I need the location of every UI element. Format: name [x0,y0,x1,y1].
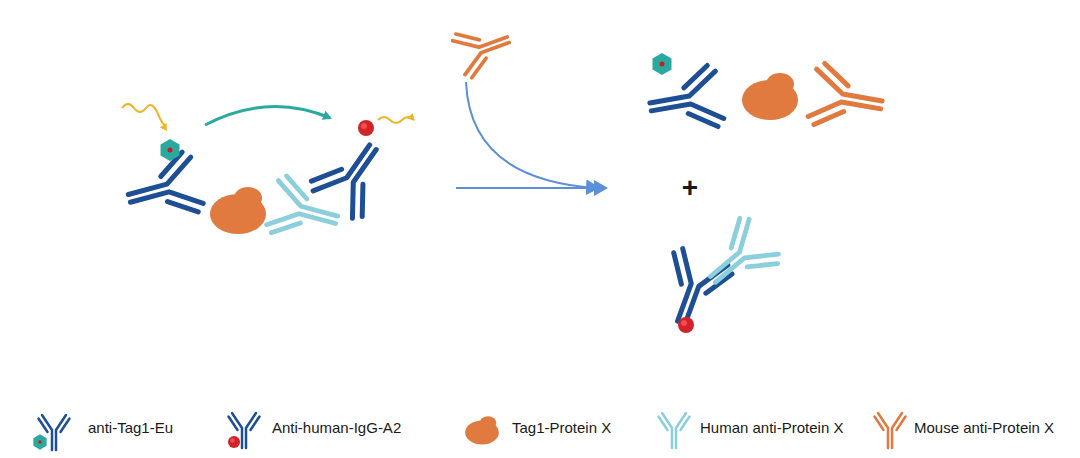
legend-symbol [33,434,46,449]
excitation-light [122,104,166,125]
plus-sign: + [682,172,698,204]
legend-icon [652,408,698,448]
legend-symbol [465,416,499,444]
legend-text: anti-Tag1-Eu [88,419,173,436]
mouse-anti-protein-x [807,62,887,135]
a2-acceptor-label [358,120,374,136]
legend-symbol [229,413,260,448]
tag1-protein-x [210,187,266,234]
emitted-light [378,117,414,123]
legend-text: Human anti-Protein X [700,419,843,436]
addition-arrow [466,82,598,188]
legend-icon [460,408,506,448]
europium-label [161,139,180,161]
a2-acceptor-label [678,317,694,333]
anti-human-igg-antibody [307,129,398,222]
legend-text: Tag1-Protein X [512,419,611,436]
legend-text: Anti-human-IgG-A2 [272,419,401,436]
europium-label [653,53,672,75]
legend-text: Mouse anti-Protein X [914,419,1054,436]
legend-icon [868,408,914,448]
fret-arrow [205,107,330,125]
mouse-anti-protein-x [451,18,516,80]
legend-symbol [875,413,906,448]
tag1-protein-x [742,73,798,120]
human-anti-protein-x [694,214,783,302]
legend-symbol [228,436,240,448]
legend-icon [222,408,268,448]
anti-tag1-antibody [645,64,725,137]
reaction-arrow [456,187,606,189]
legend-symbol [659,413,690,448]
anti-human-igg-antibody [652,246,734,333]
legend-icon [30,408,76,448]
anti-tag1-antibody [121,150,205,228]
